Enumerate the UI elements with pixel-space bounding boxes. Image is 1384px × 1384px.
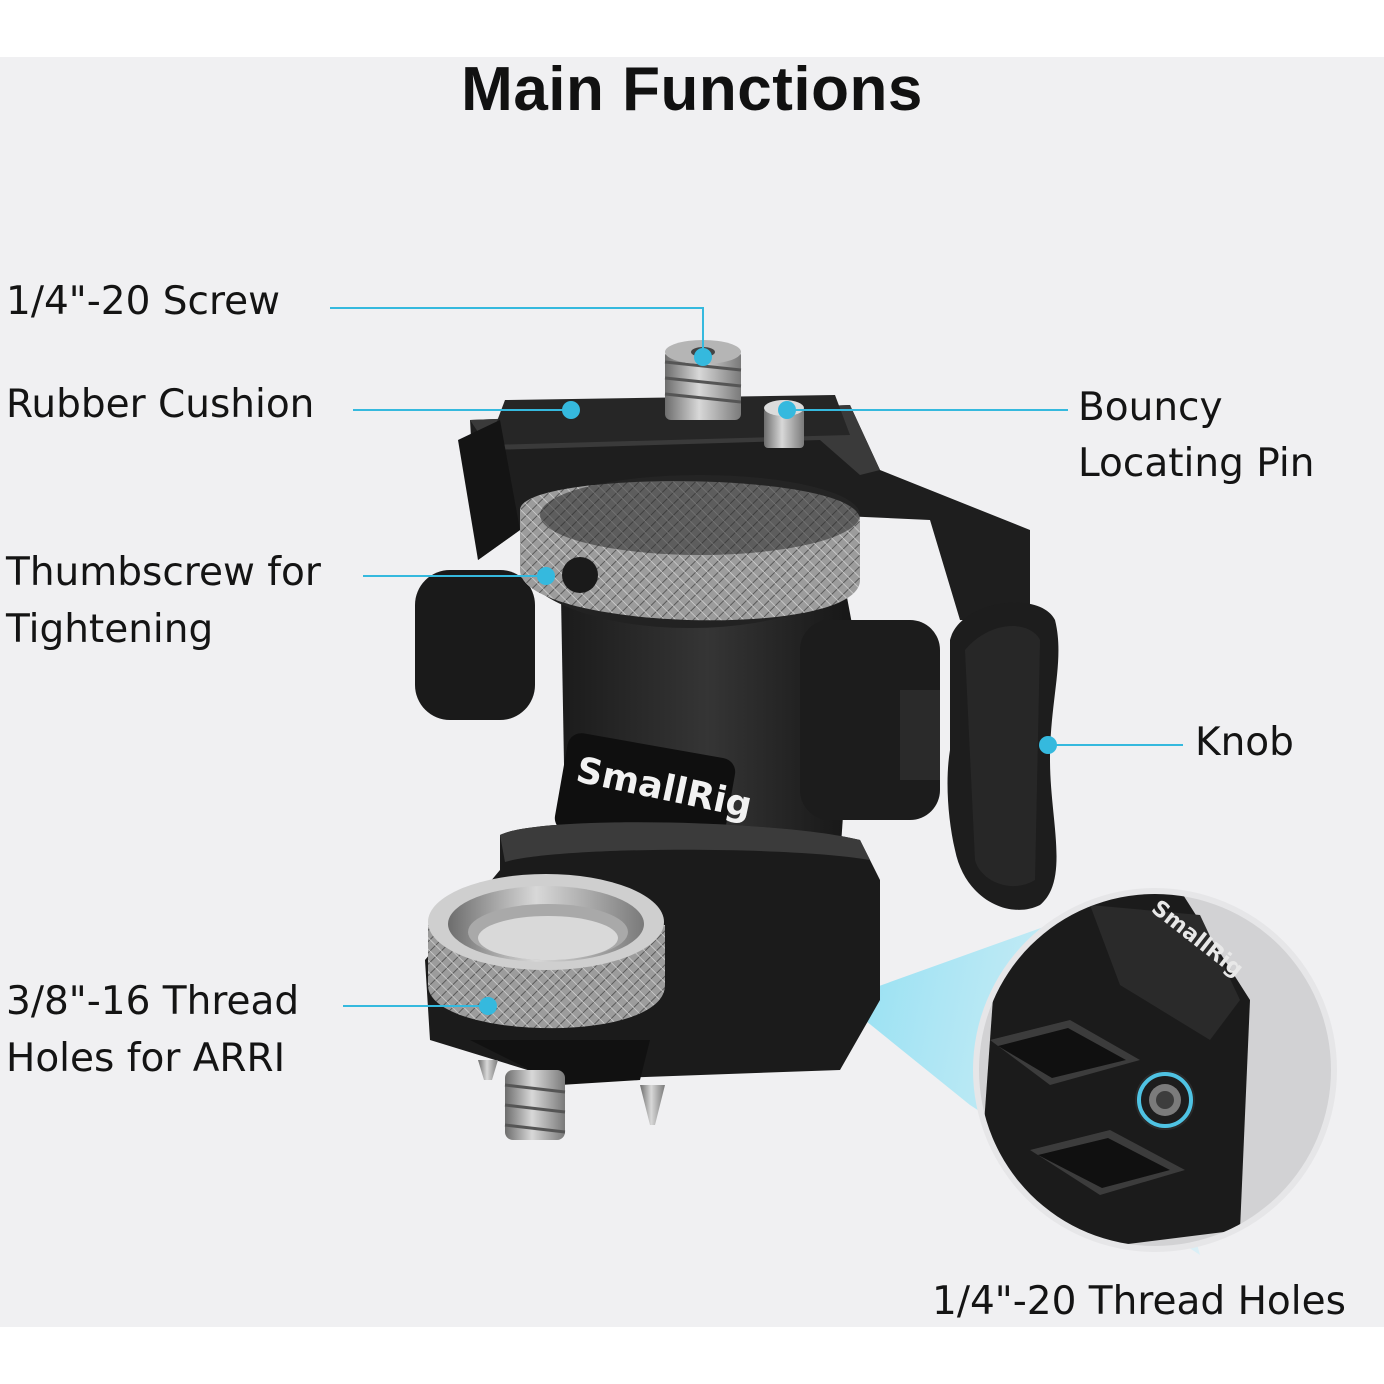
bottom-screw: [478, 1060, 665, 1140]
thread-dot: [479, 997, 497, 1015]
product-illustration: SmallRig: [330, 307, 1337, 1255]
knob-shape: [800, 602, 1059, 910]
label-pin-line2: Locating Pin: [1078, 441, 1315, 486]
callout-dots: [479, 348, 1057, 1015]
label-pin-line1: Bouncy: [1078, 385, 1223, 430]
screw-dot: [694, 348, 712, 366]
label-screw: 1/4"-20 Screw: [6, 279, 281, 324]
label-thread-line2: Holes for ARRI: [6, 1036, 286, 1081]
label-thumbscrew-line2: Tightening: [6, 607, 214, 652]
label-thread-line1: 3/8"-16 Thread: [6, 979, 300, 1024]
page-title: Main Functions: [461, 57, 923, 124]
arri-nut: [428, 874, 665, 1029]
label-thread-holes: 1/4"-20 Thread Holes: [932, 1279, 1346, 1324]
thumbscrew-ring: [520, 475, 860, 628]
pin-dot: [778, 401, 796, 419]
label-rubber-cushion: Rubber Cushion: [6, 382, 315, 427]
label-knob: Knob: [1195, 720, 1294, 765]
callout-lines: [330, 307, 1183, 1007]
rubber-dot: [562, 401, 580, 419]
detail-zoom-circle: SmallRig: [973, 888, 1337, 1252]
thumb-dot: [537, 567, 555, 585]
knob-dot: [1039, 736, 1057, 754]
label-thumbscrew-line1: Thumbscrew for: [6, 550, 321, 595]
product-panel: Main Functions: [0, 57, 1384, 1327]
